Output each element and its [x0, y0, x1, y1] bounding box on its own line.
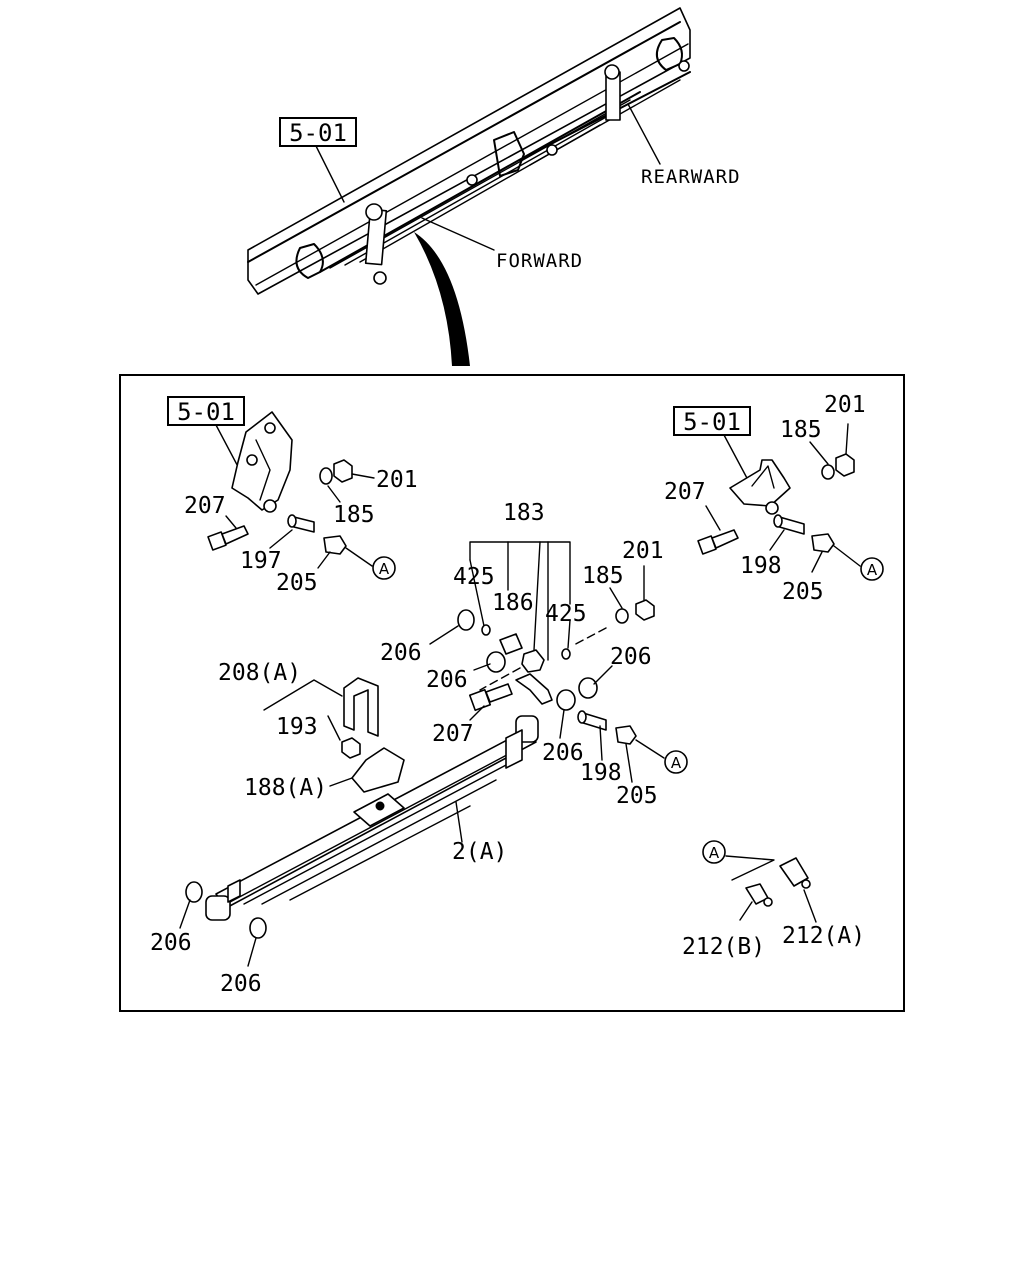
connector-a-right-label: A [867, 561, 878, 579]
connector-a-left [372, 556, 396, 580]
bracket-212 [725, 855, 775, 881]
connector-a-mid [664, 750, 688, 774]
label-207-mid: 207 [432, 721, 474, 747]
label-185-left: 185 [333, 502, 375, 528]
spring-eye-front [205, 895, 231, 921]
label-201-right: 201 [824, 392, 866, 418]
top-ref-leader [315, 145, 345, 203]
bushing-206-e [185, 881, 203, 903]
label-198-mid: 198 [580, 760, 622, 786]
seal-425-left [481, 624, 491, 636]
label-183: 183 [503, 500, 545, 526]
bushing-206-a [457, 609, 475, 631]
nut-193 [341, 737, 361, 759]
label-197: 197 [240, 548, 282, 574]
connector-a-fitting-label: A [709, 844, 720, 862]
label-206-a: 206 [380, 640, 422, 666]
bushing-186 [499, 633, 523, 655]
label-186: 186 [492, 590, 534, 616]
label-206-e: 206 [150, 930, 192, 956]
rear-hanger-ref: 5-01 [683, 408, 741, 436]
label-206-d: 206 [542, 740, 584, 766]
shackle-link [521, 649, 545, 673]
label-205-left: 205 [276, 570, 318, 596]
rearward-leader [627, 103, 661, 165]
top-ref-box: 5-01 [279, 117, 357, 147]
fitting-212a [779, 857, 811, 889]
label-201-mid: 201 [622, 538, 664, 564]
label-201-left: 201 [376, 467, 418, 493]
label-2a: 2(A) [452, 839, 507, 865]
seal-425-right [561, 648, 571, 660]
pad-188 [329, 747, 405, 793]
label-425-right: 425 [545, 601, 587, 627]
nut-201-left [333, 459, 353, 483]
label-188: 188(A) [244, 775, 327, 801]
connector-a-fitting [702, 840, 726, 864]
nut-201-right [835, 453, 855, 477]
bushing-206-f [249, 917, 267, 939]
detail-arrow [414, 232, 470, 366]
u-bolt-208 [343, 677, 379, 737]
label-206-b: 206 [426, 667, 468, 693]
label-206-c: 206 [610, 644, 652, 670]
bushing-206-c [578, 677, 598, 699]
frame-rail-overview [247, 7, 691, 295]
label-205-mid: 205 [616, 783, 658, 809]
bracket-183 [469, 541, 571, 605]
label-212b: 212(B) [682, 934, 765, 960]
label-207-right: 207 [664, 479, 706, 505]
front-hanger-ref: 5-01 [177, 398, 235, 426]
leaf-spring [205, 715, 539, 921]
washer-185-left [319, 467, 333, 485]
label-185-right: 185 [780, 417, 822, 443]
connector-a-mid-label: A [671, 754, 682, 772]
bolt-207-left [207, 515, 249, 551]
connector-a-left-label: A [379, 560, 390, 578]
rear-hanger: 5-01 [673, 406, 791, 515]
label-212a: 212(A) [782, 923, 865, 949]
label-185-mid: 185 [582, 563, 624, 589]
pin-198-mid [577, 710, 607, 731]
top-ref-label: 5-01 [289, 119, 347, 147]
label-208: 208(A) [218, 660, 301, 686]
rearward-label: REARWARD [641, 166, 741, 188]
label-425-left: 425 [453, 564, 495, 590]
fitting-205-mid [615, 725, 665, 759]
nut-201-mid [635, 599, 655, 621]
forward-leader [421, 217, 495, 251]
pin-198-right [769, 514, 805, 551]
leader-2a [455, 801, 463, 843]
detail-frame [119, 374, 905, 1012]
label-198-right: 198 [740, 553, 782, 579]
bracket-208 [263, 679, 343, 711]
label-206-f: 206 [220, 971, 262, 997]
fitting-205-left [317, 535, 373, 569]
bolt-207-mid [468, 683, 513, 712]
label-205-right: 205 [782, 579, 824, 605]
bolt-207-right [697, 505, 739, 555]
shackle-plate [515, 673, 553, 705]
washer-185-right [821, 464, 835, 480]
pin-197 [269, 514, 315, 549]
connector-a-right [860, 557, 884, 581]
label-207-left: 207 [184, 493, 226, 519]
bushing-206-d [556, 689, 576, 711]
fitting-205-right [811, 533, 861, 573]
forward-label: FORWARD [496, 250, 583, 272]
front-hanger: 5-01 [167, 396, 293, 513]
fitting-212b [745, 883, 773, 907]
bushing-206-b [486, 651, 506, 673]
label-193: 193 [276, 714, 318, 740]
washer-185-mid [615, 608, 629, 624]
